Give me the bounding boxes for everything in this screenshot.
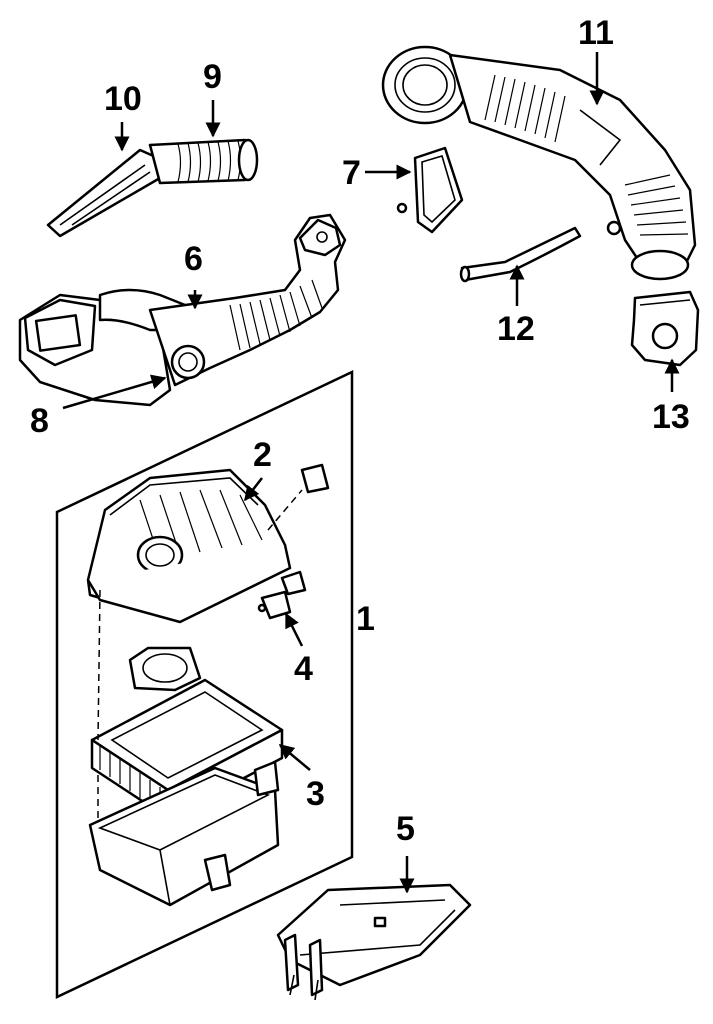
part-4-clips [257,463,330,620]
callout-10: 10 [104,80,142,118]
part-6-intake-duct [18,213,347,407]
lower-housing [88,760,280,907]
part-11-intake-hose [381,45,697,281]
part-7-adapter [396,146,464,234]
callout-6: 6 [184,240,203,278]
callout-12: 12 [497,310,535,348]
part-9-duct-hose [148,138,259,185]
callout-13: 13 [652,398,690,436]
callout-11: 11 [578,14,614,52]
part-5-mounting-bracket [276,883,472,1001]
part-1-air-cleaner-assembly-frame [55,370,354,999]
callout-5: 5 [396,810,415,848]
callout-8: 8 [30,402,49,440]
callout-7: 7 [342,154,361,192]
part-12-vent-hose [459,226,582,283]
leader-lines [62,52,680,894]
callout-9: 9 [203,58,222,96]
callouts: 10 9 11 7 6 12 8 13 2 1 4 3 5 [30,14,690,848]
callout-2: 2 [253,436,272,474]
part-2-housing-cover [86,468,292,624]
callout-4: 4 [294,650,313,688]
part-10-air-deflector [46,148,162,238]
part-13-airflow-sensor [630,290,700,367]
callout-1: 1 [356,600,375,638]
callout-3: 3 [306,775,325,813]
throttle-gasket [128,646,202,692]
